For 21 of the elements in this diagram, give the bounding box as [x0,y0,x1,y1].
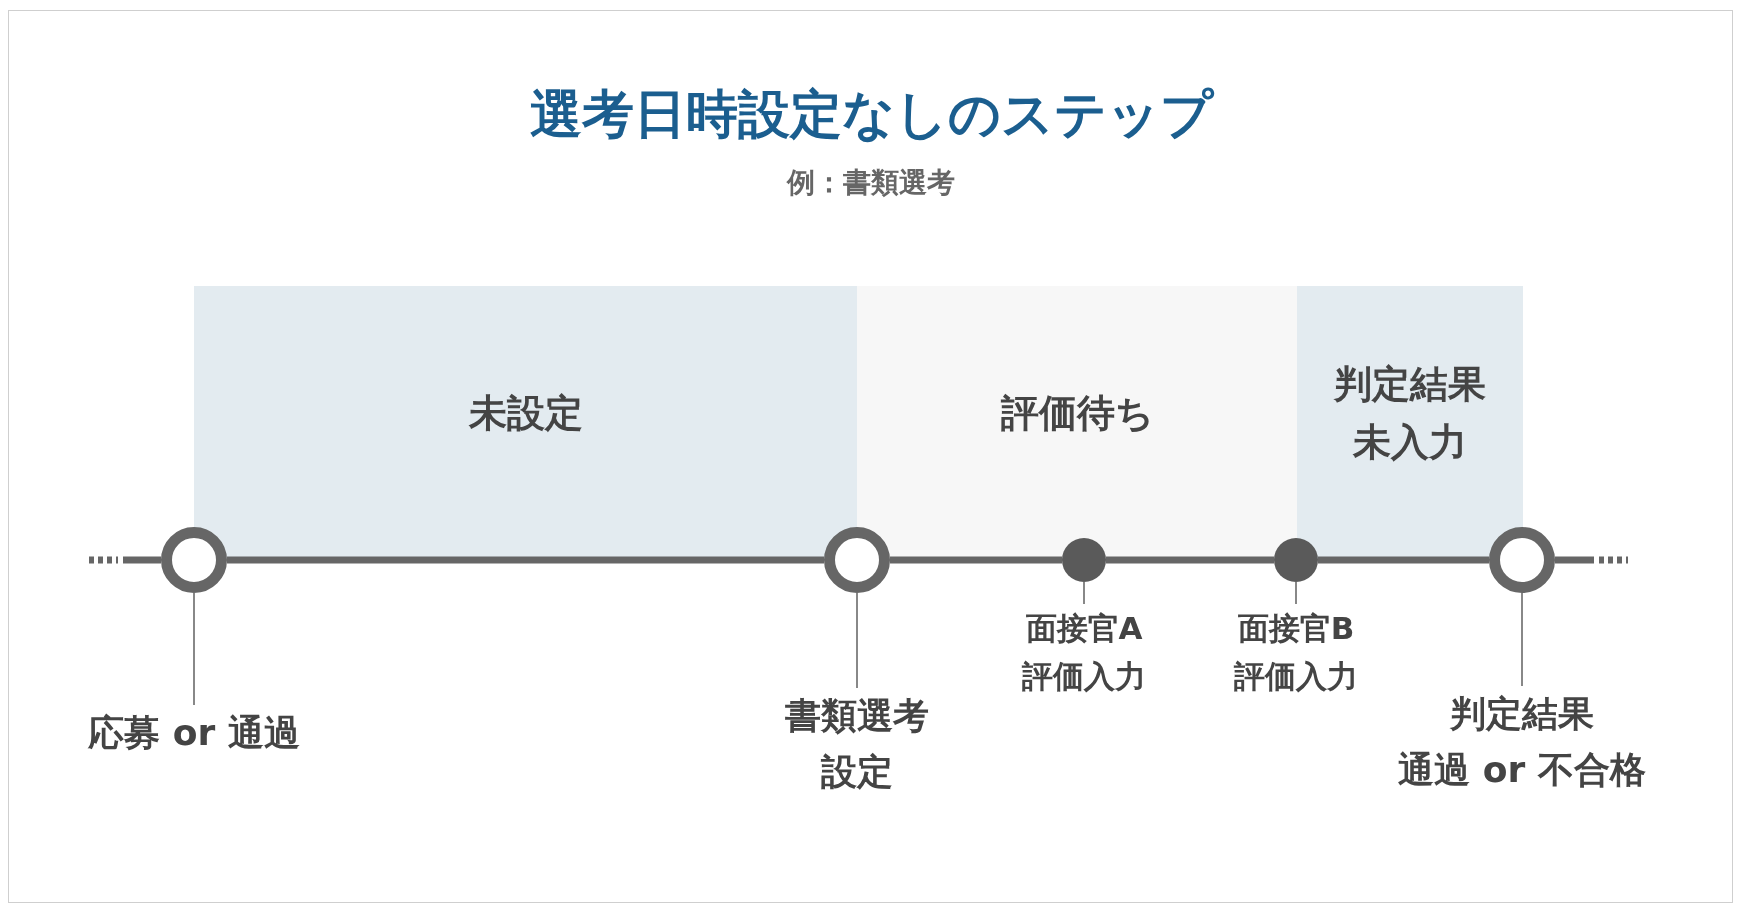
phase-band: 判定結果未入力 [1297,286,1523,560]
milestone-label: 書類選考設定 [784,694,930,794]
milestone-label: 面接官A評価入力 [1020,609,1147,696]
milestone-label: 通過 or 不合格 [1397,748,1647,792]
subtitle: 例：書類選考 [785,165,956,201]
leader-line [856,592,858,689]
phase-band: 評価待ち [857,286,1297,560]
leader-line [1521,592,1523,687]
phase-band: 未設定 [194,286,857,560]
timeline-line [227,556,824,564]
title: 選考日時設定なしのステップ [528,83,1216,146]
milestone-label: 判定結果 [1449,692,1595,736]
timeline-line [890,556,1062,564]
milestone-label: 面接官B評価入力 [1232,609,1359,696]
checkpoint-dot [1062,538,1106,582]
timeline-line [1318,556,1489,564]
leader-line [1083,581,1085,605]
leader-line [1295,581,1297,605]
leader-line [193,592,195,706]
timeline-line [1106,556,1274,564]
milestone-label: 応募 or 通過 [87,711,301,755]
